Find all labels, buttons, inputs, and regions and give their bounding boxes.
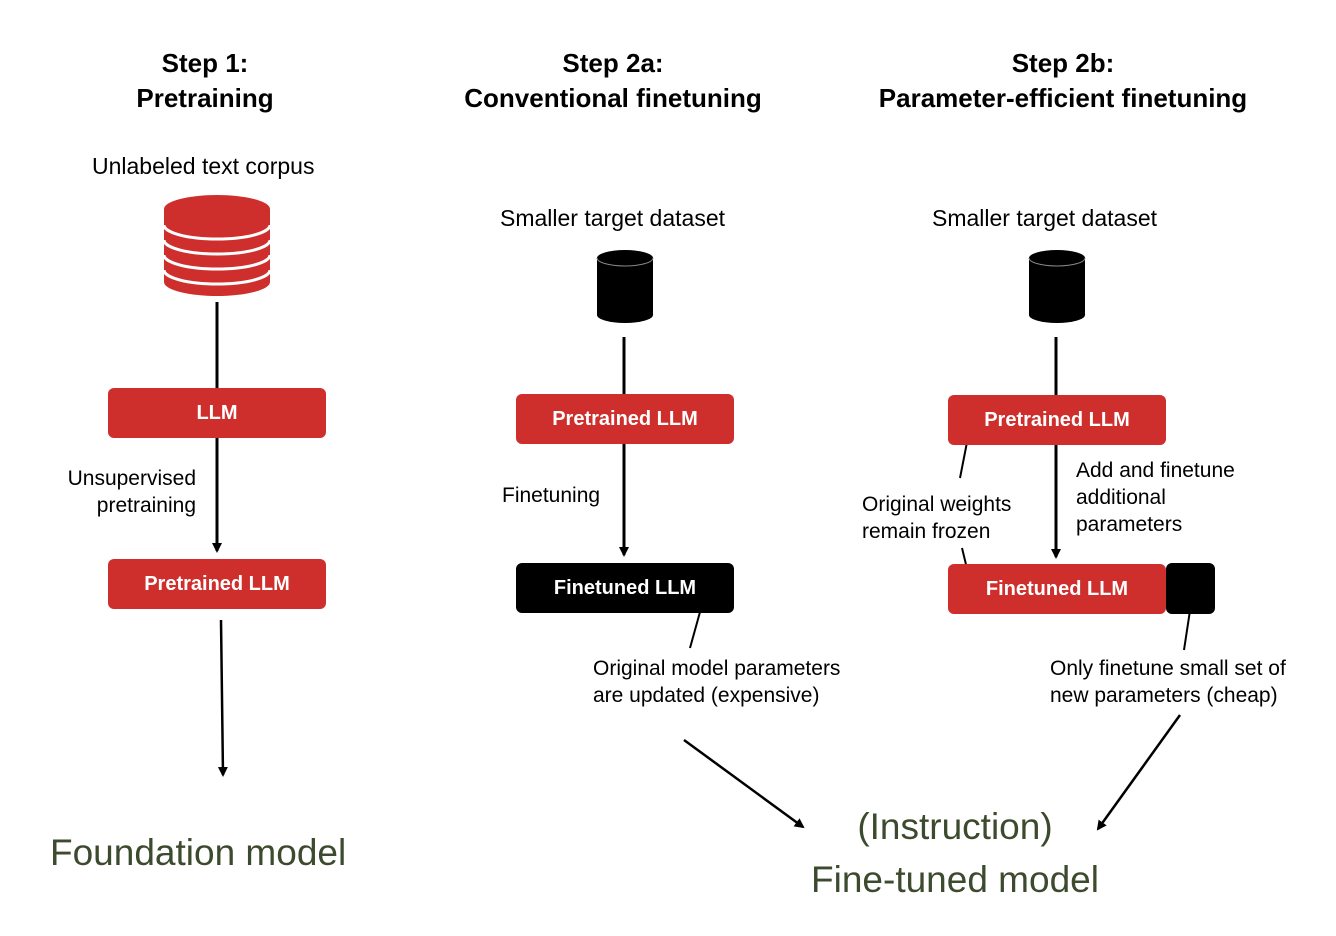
new-parameters-block <box>1166 563 1215 614</box>
note-2a-pointer <box>689 611 701 649</box>
finetuned-model-line2: Fine-tuned model <box>811 859 1099 900</box>
step1-title-line1: Step 1: <box>161 48 249 78</box>
finetuned-llm-box-2b: Finetuned LLM <box>948 564 1166 614</box>
note-2a-line1: Original model parameters <box>593 657 841 680</box>
black-database-icon-2a <box>596 250 654 323</box>
step1-title: Step 1: Pretraining <box>105 46 305 116</box>
llm-box: LLM <box>108 388 326 438</box>
to-finetuned-arrow-right <box>1096 714 1182 831</box>
black-database-icon-2b <box>1028 250 1086 323</box>
pretraining-label: Unsupervised pretraining <box>62 465 196 519</box>
frozen-weights-line2: remain frozen <box>862 520 991 543</box>
note-2a-line2: are updated (expensive) <box>593 684 820 707</box>
red-database-icon <box>162 195 272 296</box>
step2a-title: Step 2a: Conventional finetuning <box>443 46 783 116</box>
add-params-line1: Add and finetune <box>1076 459 1235 482</box>
step2a-title-line1: Step 2a: <box>562 48 664 78</box>
step1-title-line2: Pretraining <box>136 83 274 113</box>
dataset-label-2a: Smaller target dataset <box>500 205 726 231</box>
note-2a: Original model parameters are updated (e… <box>593 655 840 709</box>
pretrained-llm-box-2a: Pretrained LLM <box>516 394 734 444</box>
pretrained-llm-box-2b: Pretrained LLM <box>948 395 1166 445</box>
frozen-weights-line1: Original weights <box>862 493 1012 516</box>
frozen-weights-label: Original weights remain frozen <box>862 491 1011 545</box>
note-2b-line2: new parameters (cheap) <box>1050 684 1278 707</box>
pretraining-label-line2: pretraining <box>96 494 196 517</box>
finetuned-model-label: (Instruction) Fine-tuned model <box>790 800 1120 906</box>
step2a-title-line2: Conventional finetuning <box>464 83 762 113</box>
pretrained-llm-box-step1: Pretrained LLM <box>108 559 326 609</box>
add-params-label: Add and finetune additional parameters <box>1076 457 1235 538</box>
add-params-line3: parameters <box>1076 513 1183 536</box>
to-finetuned-arrow-left <box>683 738 805 829</box>
step2b-title-line1: Step 2b: <box>1011 48 1115 78</box>
finetuned-model-line1: (Instruction) <box>857 806 1053 847</box>
foundation-model-label: Foundation model <box>50 832 347 873</box>
foundation-arrow <box>217 619 228 777</box>
corpus-label: Unlabeled text corpus <box>92 153 315 179</box>
finetuning-label: Finetuning <box>502 484 601 507</box>
add-params-line2: additional <box>1076 486 1166 509</box>
pretraining-label-line1: Unsupervised <box>67 467 196 490</box>
note-2b: Only finetune small set of new parameter… <box>1050 655 1286 709</box>
step2b-title-line2: Parameter-efficient finetuning <box>878 83 1248 113</box>
note-2b-line1: Only finetune small set of <box>1050 657 1286 680</box>
step2b-title: Step 2b: Parameter-efficient finetuning <box>848 46 1278 116</box>
dataset-label-2b: Smaller target dataset <box>932 205 1158 231</box>
finetuned-llm-box-2a: Finetuned LLM <box>516 563 734 613</box>
